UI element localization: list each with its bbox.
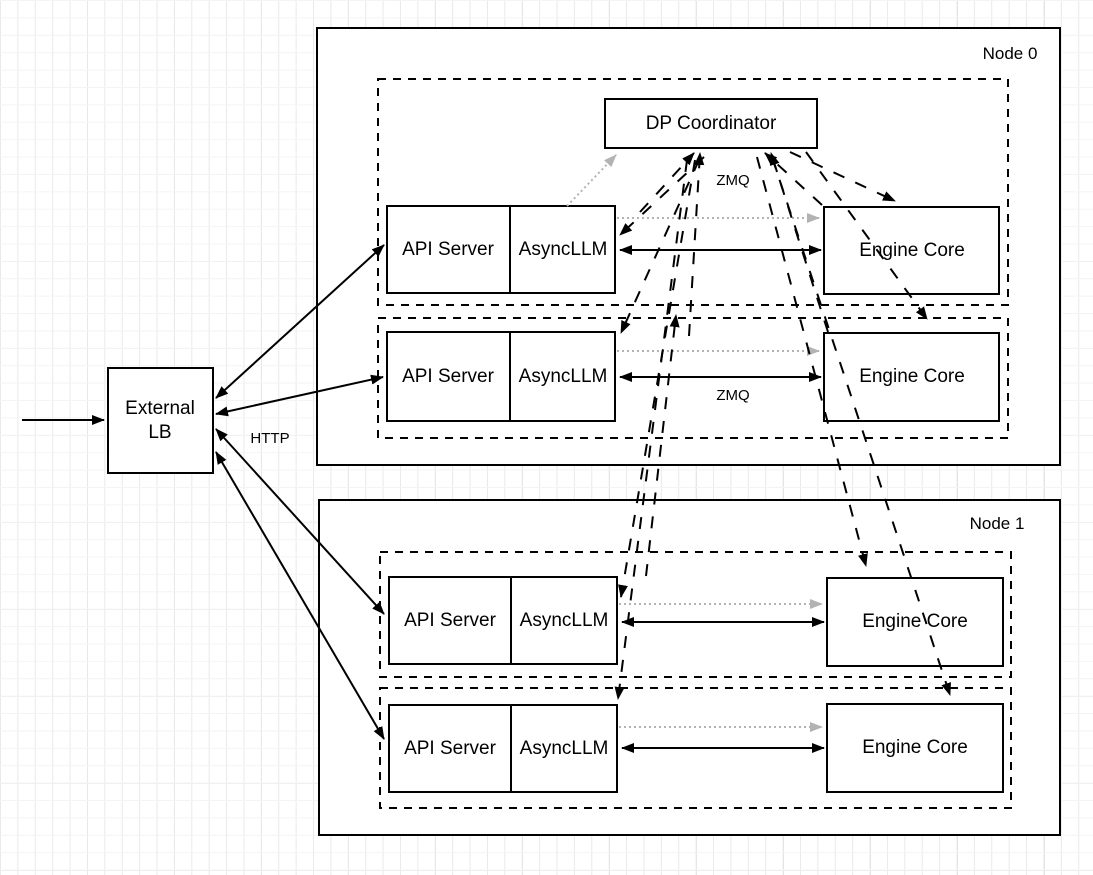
node1-row0-asyncllm-label: AsyncLLM	[519, 610, 609, 631]
arrow-lb-node0-api0	[215, 244, 385, 399]
node1-row1-engine-core-box	[826, 703, 1004, 793]
node0-row1-engine-core-label: Engine Core	[859, 366, 965, 387]
node0-row0-engine-core-label: Engine Core	[859, 240, 965, 261]
external-lb-label-line1: External	[125, 398, 195, 419]
dashed-coordinator-to-engine0r0	[789, 151, 896, 202]
node0-row1-apiserver-asyncllm-box	[386, 331, 616, 422]
node1-label: Node 1	[969, 514, 1025, 533]
node0-label: Node 0	[982, 44, 1038, 63]
dotted-asyncllm-to-coordinator	[566, 154, 617, 207]
node1-row0-engine-core-box	[826, 577, 1004, 667]
node1-rank1-container	[379, 687, 1012, 809]
node0-row0-asyncllm-label: AsyncLLM	[518, 239, 608, 260]
node1-row1-engine-core-label: Engine Core	[862, 737, 968, 758]
node1-row0-apiserver-label: API Server	[404, 610, 496, 631]
dashed-coordinator-to-asyncllm1r0	[618, 159, 696, 598]
external-lb-box	[107, 367, 214, 474]
dp-coordinator-box	[604, 98, 818, 149]
node0-row1-engine-core-box	[823, 332, 1000, 422]
dashed-coordinator-to-asyncllm0r0	[619, 156, 705, 236]
arrow-lb-node0-api1	[215, 374, 384, 417]
dashed-coordinator-to-asyncllm0r1	[620, 159, 700, 334]
external-lb-label-line2: LB	[148, 422, 172, 443]
dashed-coordinator-to-engine0r1	[805, 151, 928, 320]
arrow-lb-node1-api1	[215, 451, 385, 740]
node1-row1-apiserver-label: API Server	[404, 738, 496, 759]
node0-row0-apiserver-asyncllm-box	[386, 205, 616, 294]
node1-row0-apiserver-asyncllm-box	[388, 576, 618, 665]
node0-row0-apiserver-label: API Server	[402, 239, 494, 260]
node0-row1-apiserver-label: API Server	[402, 366, 494, 387]
zmq-label-top: ZMQ	[716, 172, 750, 189]
node0-row0-engine-core-box	[823, 206, 1000, 295]
node1-row0-engine-core-label: Engine Core	[862, 611, 968, 632]
dashed-coordinator-to-asyncllm1r1	[614, 159, 688, 700]
node0-rank0-container	[377, 78, 1009, 306]
external-lb-label: External LB	[125, 397, 195, 445]
node1-row1-asyncllm-label: AsyncLLM	[519, 738, 609, 759]
dashed-engine0r1-to-coordinator	[769, 152, 829, 333]
node1-rank0-container	[379, 551, 1012, 678]
dashed-asyncllm0r1-to-coordinator	[688, 152, 705, 337]
zmq-label-row2: ZMQ	[716, 387, 750, 404]
dp-coordinator-label: DP Coordinator	[645, 113, 777, 134]
node1-row1-apiserver-asyncllm-box	[388, 704, 618, 793]
http-label: HTTP	[250, 430, 290, 447]
node0-row1-asyncllm-label: AsyncLLM	[518, 366, 608, 387]
dashed-asyncllm1r0-upward	[645, 314, 680, 577]
